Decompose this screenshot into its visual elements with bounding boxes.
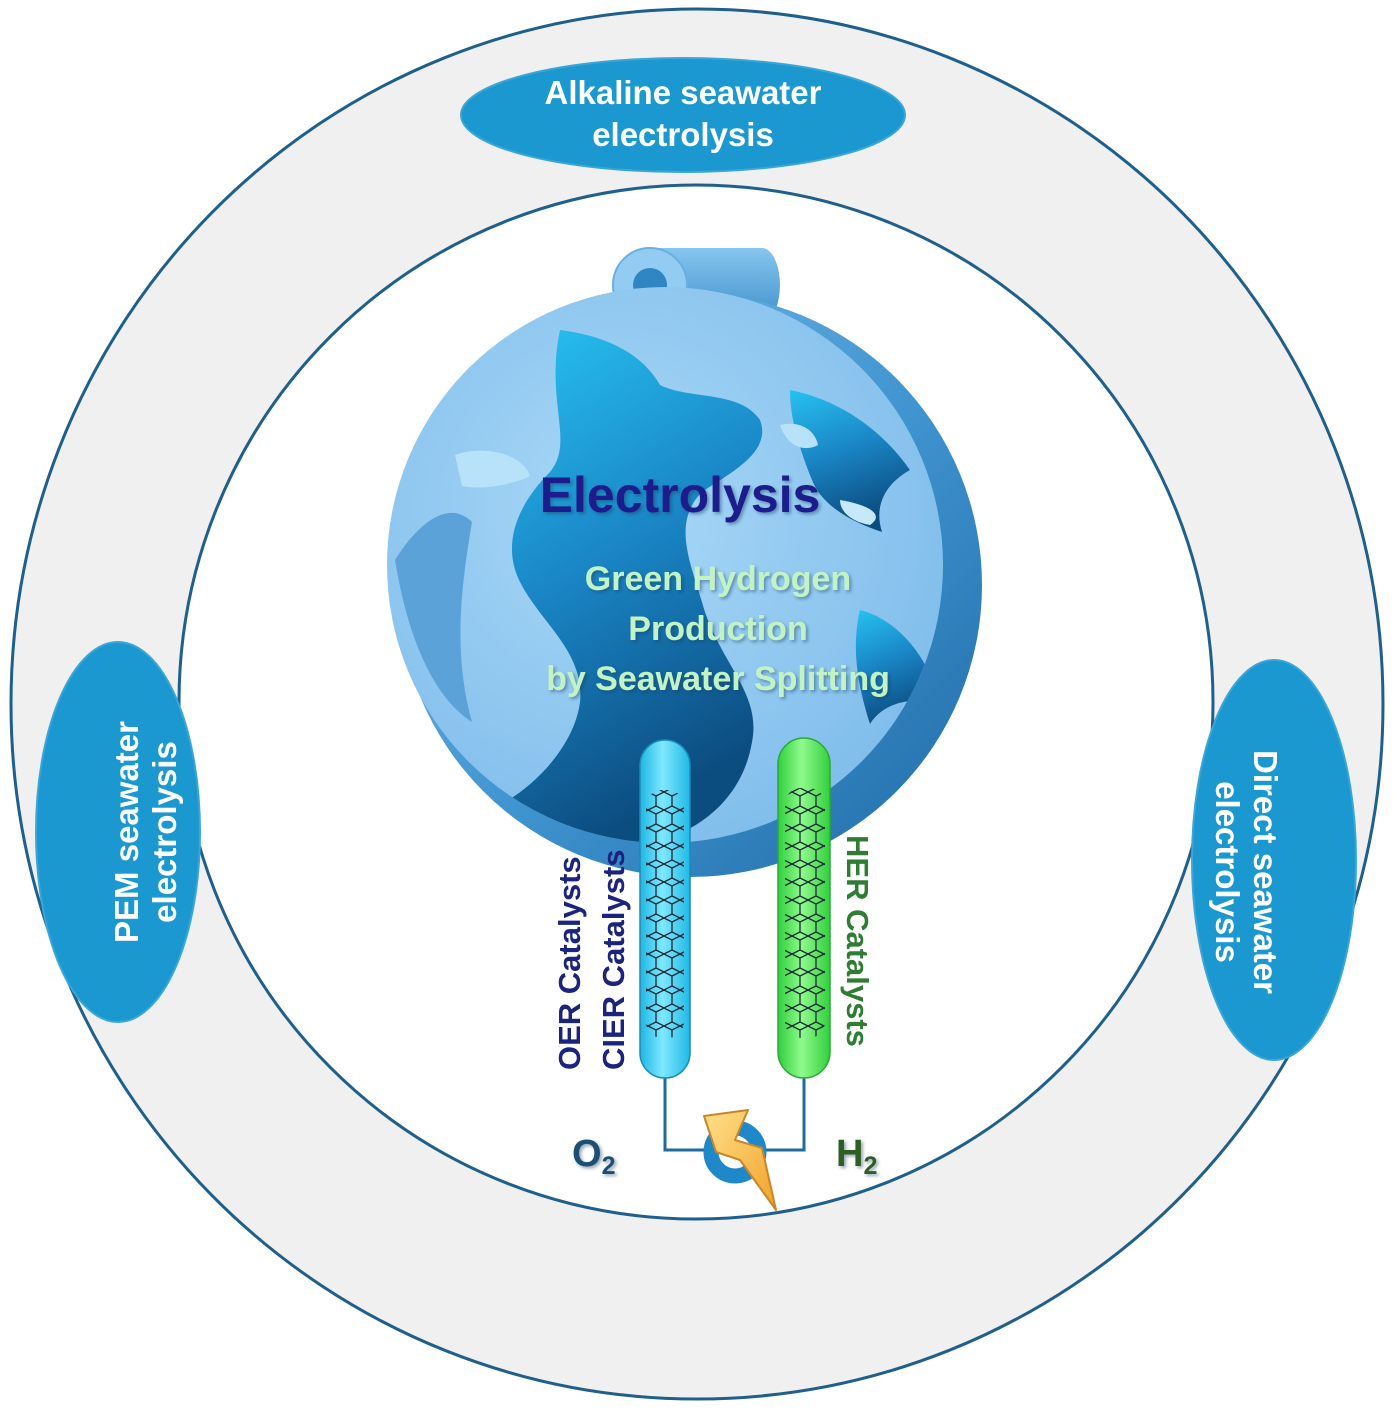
method-label-line2: electrolysis [146,741,183,923]
anode-catalyst-label-oer: OER Catalysts [552,856,587,1070]
hydrogen-subscript: 2 [863,1152,877,1180]
oxygen-symbol: O [572,1133,602,1175]
method-label-line2: electrolysis [592,116,774,153]
subtitle-line3: by Seawater Splitting [546,660,890,698]
oxygen-product-label: O2 [572,1133,615,1180]
method-alkaline: Alkaline seawater electrolysis [460,57,906,173]
hydrogen-symbol: H [836,1133,863,1175]
cathode-catalyst-label-her: HER Catalysts [840,835,875,1047]
carbon-nanotube-icon [646,790,684,1038]
center-title: Electrolysis [540,467,821,523]
method-label-line1: Alkaline seawater [545,74,822,111]
circuit [663,1076,806,1211]
method-label-line1: Direct seawater [1247,750,1284,994]
subtitle-line2: Production [628,610,807,648]
anode-wire [663,1076,712,1152]
carbon-nanotube-icon [785,788,825,1038]
anode-catalyst-label-cier: CIER Catalysts [596,849,631,1070]
method-pem: PEM seawater electrolysis [35,641,201,1023]
cathode-wire [758,1076,806,1152]
method-ellipse [1191,659,1357,1061]
oxygen-subscript: 2 [602,1152,616,1180]
method-label-line2: electrolysis [1209,781,1246,963]
method-direct: Direct seawater electrolysis [1191,659,1357,1061]
globe-icon [387,247,982,877]
subtitle-line1: Green Hydrogen [585,560,851,598]
cathode-electrode [777,737,831,1079]
method-ellipse [460,57,906,173]
lightning-bolt-icon [703,1109,777,1211]
hydrogen-product-label: H2 [836,1133,877,1180]
method-label-line1: PEM seawater [108,721,145,943]
method-ellipse [35,641,201,1023]
anode-electrode [639,739,691,1079]
